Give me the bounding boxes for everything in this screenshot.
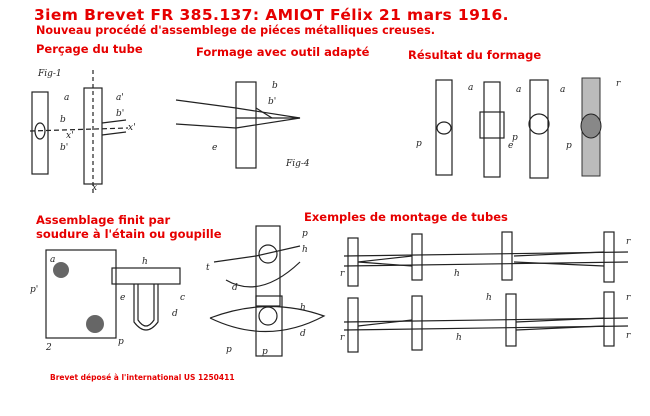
svg-text:a: a bbox=[64, 93, 69, 103]
svg-text:x': x' bbox=[128, 123, 136, 133]
svg-text:h: h bbox=[302, 245, 308, 255]
svg-text:p: p bbox=[302, 229, 308, 239]
svg-text:d: d bbox=[172, 309, 178, 319]
svg-text:b': b' bbox=[268, 97, 276, 107]
svg-text:2: 2 bbox=[45, 343, 52, 353]
svg-text:a': a' bbox=[116, 93, 124, 103]
figure-formage: b b' e Fig-4 bbox=[176, 81, 310, 169]
svg-text:p: p bbox=[226, 345, 232, 355]
svg-text:p: p bbox=[416, 139, 422, 149]
svg-text:p: p bbox=[262, 347, 268, 357]
svg-text:h: h bbox=[454, 269, 460, 279]
figure-percage: Fig-1 a b x' b' a' b' x' x bbox=[30, 69, 136, 196]
svg-text:r: r bbox=[340, 333, 345, 343]
figure-assemblage: a p' p 2 h c d e bbox=[30, 250, 185, 353]
svg-text:e: e bbox=[212, 143, 217, 153]
svg-text:r: r bbox=[626, 237, 631, 247]
svg-text:c: c bbox=[180, 293, 185, 303]
svg-text:h: h bbox=[456, 333, 462, 343]
svg-text:a: a bbox=[560, 85, 565, 95]
figure-exemples: r h r r h h r r bbox=[340, 232, 631, 352]
svg-text:r: r bbox=[626, 293, 631, 303]
svg-text:b: b bbox=[272, 81, 278, 91]
fig4-label: Fig-4 bbox=[285, 159, 310, 169]
svg-text:r: r bbox=[626, 331, 631, 341]
svg-text:b: b bbox=[60, 115, 66, 125]
svg-text:r: r bbox=[340, 269, 345, 279]
svg-text:p: p bbox=[566, 141, 572, 151]
svg-text:b': b' bbox=[60, 143, 68, 153]
svg-text:d: d bbox=[232, 283, 238, 293]
svg-text:x': x' bbox=[66, 131, 74, 141]
svg-text:p: p bbox=[118, 337, 124, 347]
svg-text:d: d bbox=[300, 329, 306, 339]
svg-text:t: t bbox=[206, 263, 210, 273]
svg-text:h: h bbox=[300, 303, 306, 313]
svg-text:a: a bbox=[468, 83, 473, 93]
svg-text:h: h bbox=[142, 257, 148, 267]
svg-text:a: a bbox=[50, 255, 55, 265]
svg-text:a: a bbox=[516, 85, 521, 95]
svg-text:x: x bbox=[92, 183, 97, 193]
svg-text:r: r bbox=[616, 79, 621, 89]
fig1-label: Fig-1 bbox=[37, 69, 62, 79]
svg-text:p: p bbox=[512, 133, 518, 143]
svg-text:e: e bbox=[120, 293, 125, 303]
figure-resultat: a p a e a p r p bbox=[416, 78, 621, 178]
svg-text:h: h bbox=[486, 293, 492, 303]
figure-montage-detail: p h t d p p h d bbox=[206, 226, 324, 357]
svg-text:b': b' bbox=[116, 109, 124, 119]
svg-text:p': p' bbox=[30, 285, 38, 295]
